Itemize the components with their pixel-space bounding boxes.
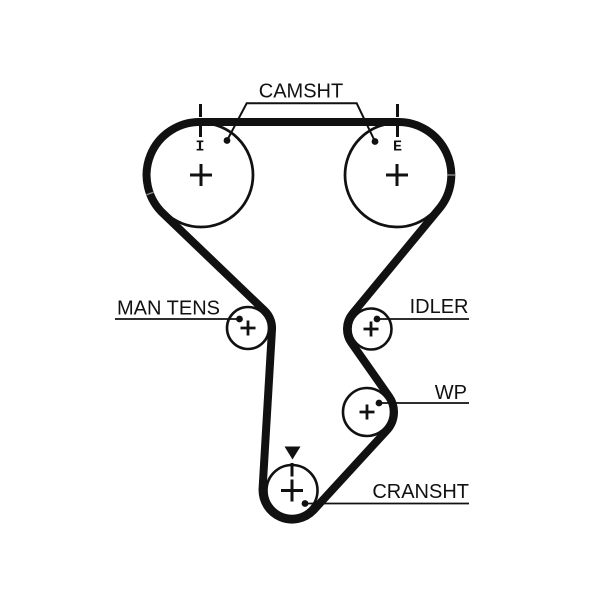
camshaft-exhaust-center-cross bbox=[386, 164, 408, 186]
camshaft-bracket-dot-left bbox=[223, 137, 231, 144]
camshaft-label: CAMSHT bbox=[259, 81, 343, 103]
intake-mark-label: I bbox=[195, 139, 204, 156]
idler-label: IDLER bbox=[410, 296, 469, 318]
cransht-callout: CRANSHT bbox=[301, 481, 469, 507]
crankshaft-center-cross bbox=[281, 479, 303, 502]
cransht-leader-dot bbox=[301, 500, 309, 507]
wp-label: WP bbox=[435, 382, 467, 404]
camshaft-bracket-dot-right bbox=[371, 138, 379, 145]
idler-callout: IDLER bbox=[373, 296, 469, 323]
man-tens-label: MAN TENS bbox=[117, 298, 220, 320]
idler-center-cross bbox=[363, 321, 379, 337]
man-tens-leader-dot bbox=[236, 315, 243, 323]
camshaft-bracket bbox=[226, 102, 376, 142]
belt bbox=[142, 117, 456, 524]
wp-leader-dot bbox=[375, 399, 383, 407]
crankshaft-alignment-arrow-icon bbox=[284, 446, 301, 460]
man-tens-callout: MAN TENS bbox=[115, 298, 243, 323]
tensioner-center-cross bbox=[240, 320, 256, 336]
belt-seam-mark-left bbox=[146, 191, 155, 196]
idler-leader-dot bbox=[373, 315, 381, 323]
wp-callout: WP bbox=[375, 382, 469, 407]
cam-timing-mark-lines bbox=[199, 104, 399, 141]
camshaft-callout: CAMSHT bbox=[223, 81, 379, 145]
camshaft-intake-center-cross bbox=[190, 164, 212, 186]
cransht-label: CRANSHT bbox=[372, 481, 469, 503]
water-pump-center-cross bbox=[359, 404, 375, 420]
exhaust-mark-label: E bbox=[393, 139, 402, 156]
pulley-center-crosses bbox=[190, 164, 408, 502]
